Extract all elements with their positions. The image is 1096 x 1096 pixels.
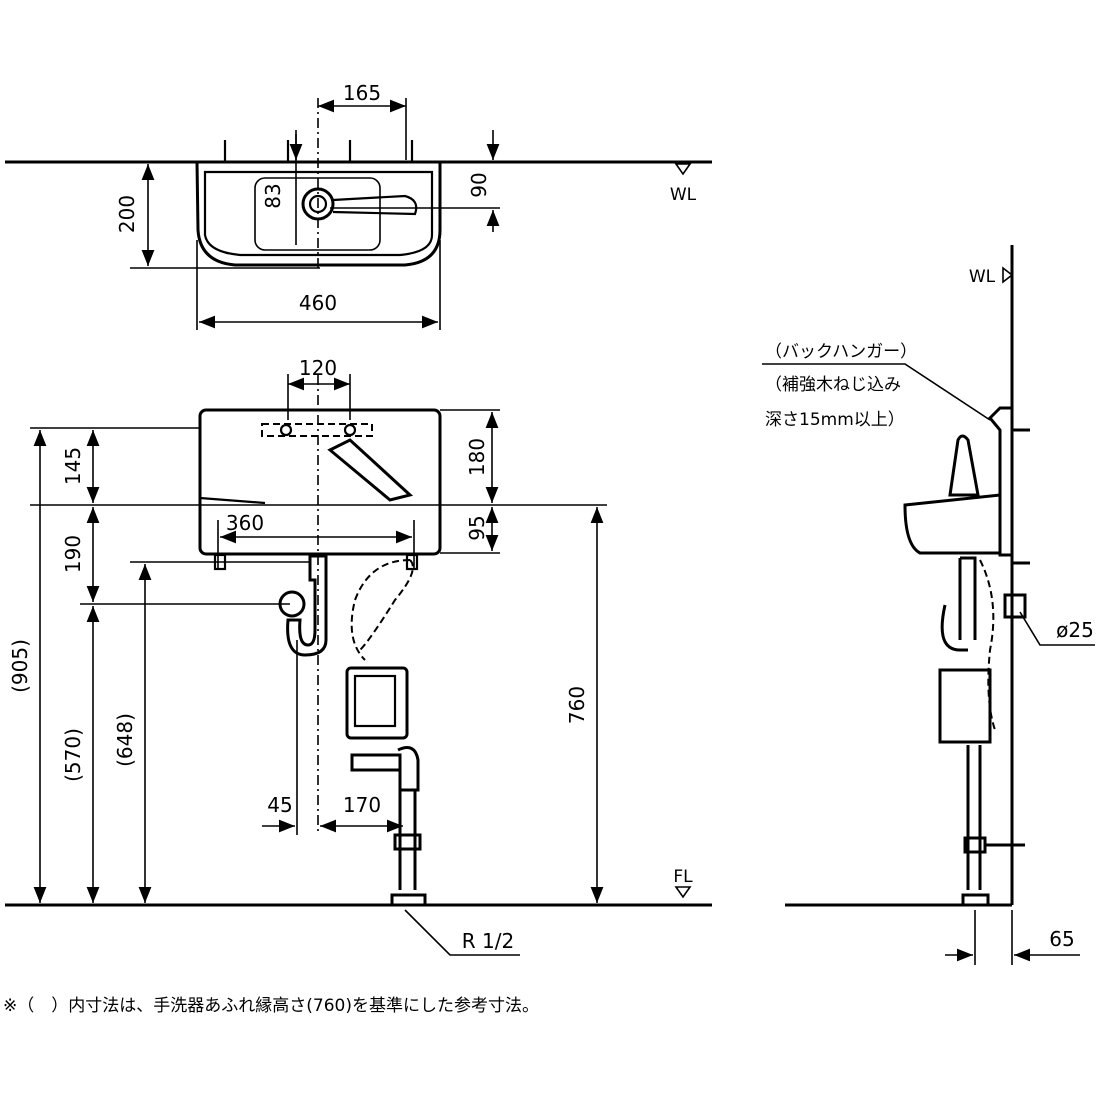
wl-label: WL xyxy=(670,185,697,205)
pipe-size-label: R 1/2 xyxy=(462,929,514,953)
footnote: ※（ ）内寸法は、手洗器あふれ縁高さ(760)を基準にした参考寸法。 xyxy=(3,996,539,1016)
faucet-lever xyxy=(332,194,418,216)
dim-180: 180 xyxy=(465,438,489,476)
control-box-side xyxy=(938,668,992,744)
dim-648: (648) xyxy=(113,713,137,767)
dim-45: 45 xyxy=(267,793,292,817)
dim-95: 95 xyxy=(465,515,489,540)
fl-label: FL xyxy=(673,867,693,887)
dim-460: 460 xyxy=(299,291,337,315)
dim-360: 360 xyxy=(226,511,264,535)
hanger-note-1: （補強木ねじ込み xyxy=(765,375,901,395)
dim-170: 170 xyxy=(343,793,381,817)
dim-83: 83 xyxy=(261,183,285,208)
dim-190: 190 xyxy=(61,535,85,573)
faucet-side xyxy=(948,434,980,497)
wl-side-marker-icon xyxy=(1002,266,1014,284)
basin-outline xyxy=(195,161,442,267)
hanger-label: （バックハンガー） xyxy=(765,342,917,362)
dim-90: 90 xyxy=(467,172,491,197)
basin-front xyxy=(198,408,442,556)
wl-marker-icon xyxy=(674,163,692,176)
front-view: 120 180 95 145 190 (570) (905) (648) 760… xyxy=(5,356,712,956)
drain-trap xyxy=(286,554,328,657)
dim-pipe-25: ø25 xyxy=(1056,618,1094,642)
wl-side-label: WL xyxy=(969,267,996,287)
faucet-spout xyxy=(327,438,414,502)
top-view: 165 83 90 200 460 WL xyxy=(5,81,712,330)
basin-inner xyxy=(203,170,434,257)
dim-65: 65 xyxy=(1049,927,1074,951)
control-box xyxy=(345,666,409,740)
hanger-note-2: 深さ15mm以上） xyxy=(765,410,905,430)
dim-165: 165 xyxy=(343,81,381,105)
dim-145: 145 xyxy=(61,447,85,485)
dim-120: 120 xyxy=(299,356,337,380)
dim-760: 760 xyxy=(565,686,589,724)
basin-side xyxy=(903,493,1002,555)
side-view: WL （バックハンガー） （補強木ねじ込み 深さ15mm以上） ø25 65 xyxy=(762,245,1095,965)
dim-570: (570) xyxy=(61,728,85,782)
fl-marker-icon xyxy=(674,886,692,899)
dim-200: 200 xyxy=(115,195,139,233)
back-hanger xyxy=(987,406,1014,557)
dim-905: (905) xyxy=(8,639,32,693)
